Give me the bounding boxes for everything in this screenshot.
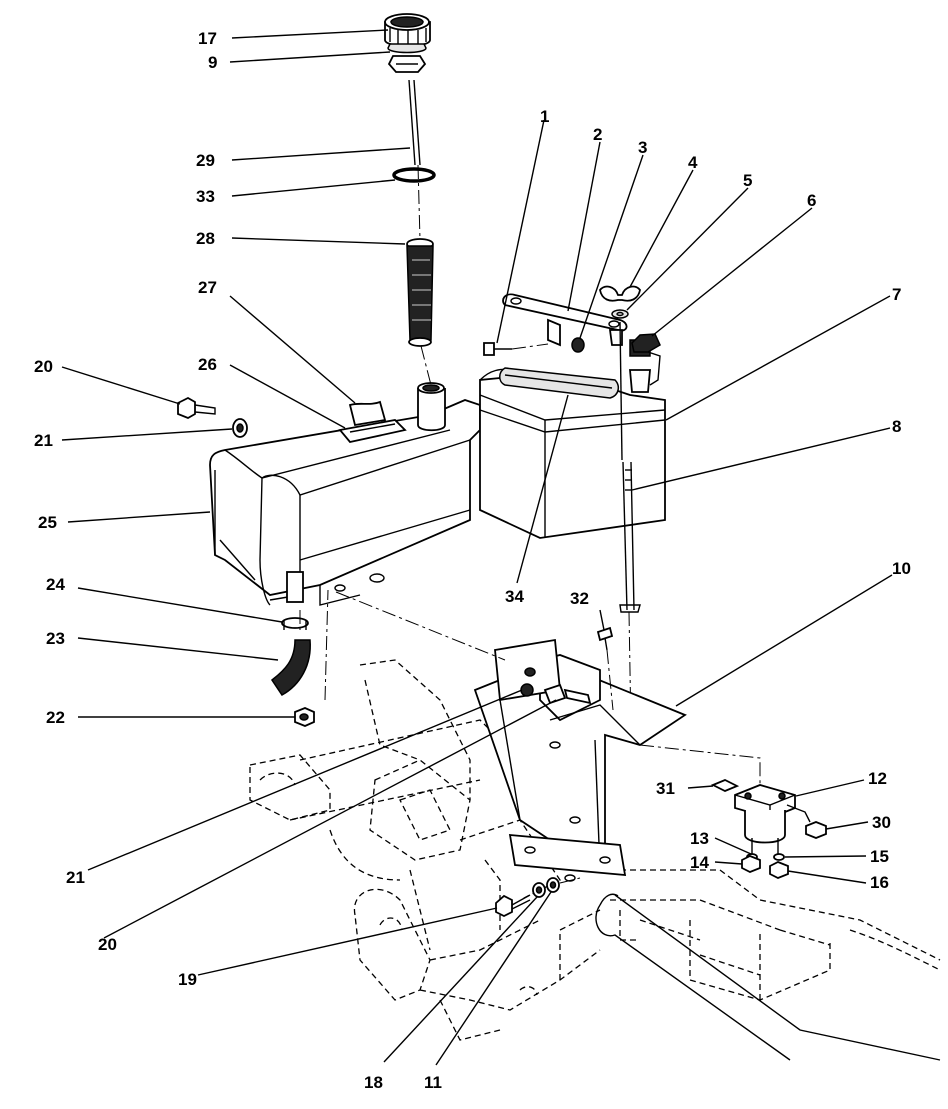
solenoid bbox=[734, 784, 811, 855]
callout-21-lower: 21 bbox=[66, 868, 85, 887]
callout-28: 28 bbox=[196, 229, 215, 248]
battery-bracket bbox=[473, 638, 687, 882]
fuel-tank bbox=[209, 382, 481, 606]
callout-31: 31 bbox=[656, 779, 675, 798]
callout-16: 16 bbox=[870, 873, 889, 892]
callout-4: 4 bbox=[688, 153, 698, 172]
battery bbox=[479, 339, 666, 539]
lower-hardware bbox=[495, 877, 581, 918]
o-ring bbox=[392, 167, 436, 183]
callout-24: 24 bbox=[46, 575, 65, 594]
screw-32 bbox=[596, 626, 614, 711]
callout-26: 26 bbox=[198, 355, 217, 374]
callout-34: 34 bbox=[505, 587, 524, 606]
fuel-filter-tube bbox=[406, 238, 434, 386]
callout-12: 12 bbox=[868, 769, 887, 788]
callout-32: 32 bbox=[570, 589, 589, 608]
callout-9: 9 bbox=[208, 53, 217, 72]
callout-15: 15 bbox=[870, 847, 889, 866]
callout-14: 14 bbox=[690, 853, 709, 872]
callout-2: 2 bbox=[593, 125, 602, 144]
callout-22: 22 bbox=[46, 708, 65, 727]
callout-11: 11 bbox=[424, 1073, 442, 1092]
callout-30: 30 bbox=[872, 813, 891, 832]
fuel-cap-assembly bbox=[384, 13, 431, 73]
solenoid-hardware bbox=[639, 744, 827, 879]
callout-33: 33 bbox=[196, 187, 215, 206]
callout-21-upper: 21 bbox=[34, 431, 53, 450]
callout-5: 5 bbox=[743, 171, 752, 190]
callout-29: 29 bbox=[196, 151, 215, 170]
callout-20-lower: 20 bbox=[98, 935, 117, 954]
callout-17: 17 bbox=[198, 29, 217, 48]
callout-7: 7 bbox=[892, 285, 901, 304]
callout-3: 3 bbox=[638, 138, 647, 157]
callout-27: 27 bbox=[198, 278, 217, 297]
battery-hold-down bbox=[502, 293, 628, 347]
battery-hardware bbox=[483, 285, 661, 731]
callout-19: 19 bbox=[178, 970, 197, 989]
callout-25: 25 bbox=[38, 513, 57, 532]
callout-1: 1 bbox=[540, 107, 549, 126]
leader-lines bbox=[61, 29, 893, 1066]
fuel-tube bbox=[408, 79, 421, 241]
tractor-frame bbox=[249, 659, 941, 1061]
callout-13: 13 bbox=[690, 829, 709, 848]
callout-10: 10 bbox=[892, 559, 911, 578]
callout-20-upper: 20 bbox=[34, 357, 53, 376]
callout-18: 18 bbox=[364, 1073, 383, 1092]
fuel-line-parts bbox=[177, 396, 506, 727]
callout-labels: 17 9 29 33 28 27 26 20 21 25 24 23 22 21… bbox=[34, 29, 911, 1092]
callout-6: 6 bbox=[807, 191, 816, 210]
callout-23: 23 bbox=[46, 629, 65, 648]
callout-8: 8 bbox=[892, 417, 901, 436]
